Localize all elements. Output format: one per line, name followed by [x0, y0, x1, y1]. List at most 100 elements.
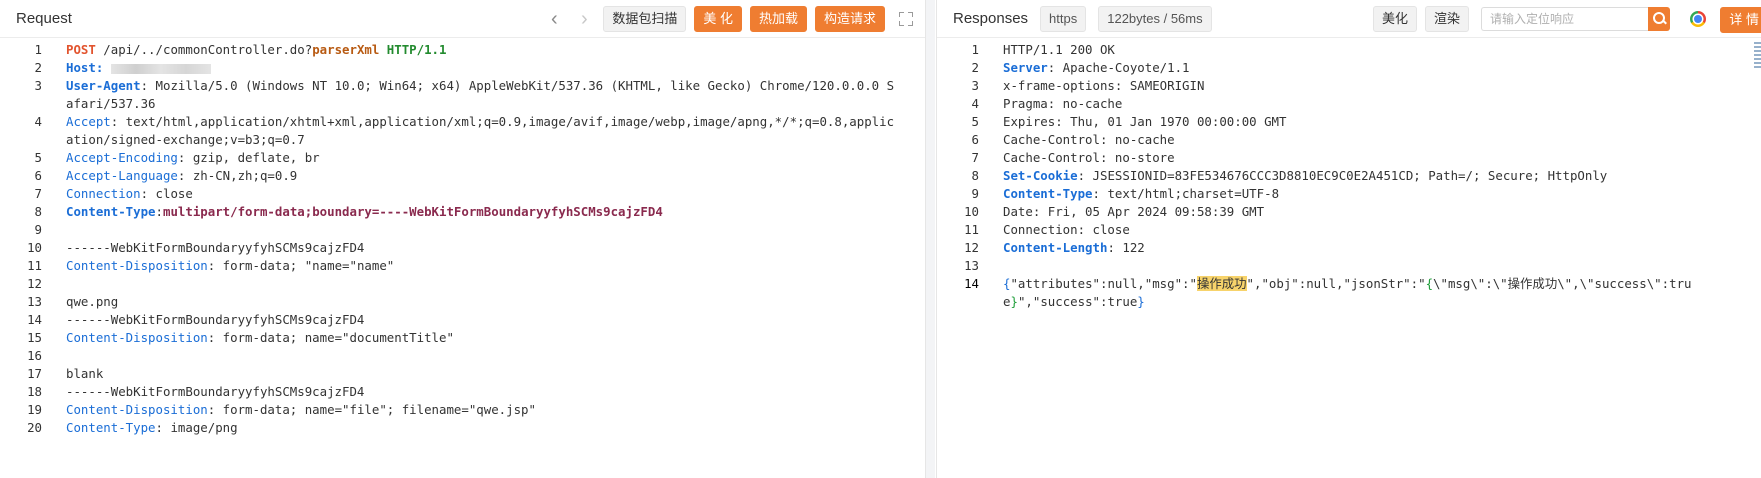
code-line: 13 [937, 257, 1761, 275]
line-number: 8 [34, 204, 42, 219]
line-text: POST /api/../commonController.do?parserX… [42, 41, 896, 59]
line-number: 1 [34, 42, 42, 57]
line-text: Date: Fri, 05 Apr 2024 09:58:39 GMT [979, 203, 1723, 221]
code-token: } [1137, 294, 1145, 309]
line-number: 13 [27, 294, 42, 309]
line-number: 16 [27, 348, 42, 363]
line-text: HTTP/1.1 200 OK [979, 41, 1723, 59]
code-token: 操作成功 [1196, 276, 1247, 291]
line-text: Cache-Control: no-store [979, 149, 1723, 167]
code-token: : 122 [1107, 240, 1145, 255]
response-search [1481, 7, 1670, 31]
code-token [379, 42, 386, 57]
code-token: : close [140, 186, 193, 201]
code-token: /api/../commonController.do? [95, 42, 313, 57]
response-beautify-button[interactable]: 美化 [1372, 6, 1417, 32]
line-number: 5 [971, 114, 979, 129]
code-token: : form-data; "name="name" [207, 258, 395, 273]
response-header: Responses https 122bytes / 56ms 美化 渲染 详 … [937, 0, 1761, 38]
line-text [42, 347, 896, 365]
code-token: multipart/form-data;boundary=----WebKitF… [163, 204, 663, 219]
line-number: 3 [34, 78, 42, 93]
packet-scan-button[interactable]: 数据包扫描 [603, 6, 687, 32]
code-token [103, 60, 110, 75]
line-number: 2 [34, 60, 42, 75]
chrome-browser-icon[interactable] [1690, 11, 1706, 27]
code-token: Accept-Language [66, 168, 178, 183]
request-header: Request ‹ › 数据包扫描 美 化 热加载 构造请求 [0, 0, 925, 38]
construct-request-button[interactable]: 构造请求 [814, 6, 885, 32]
response-search-input[interactable] [1481, 7, 1648, 31]
details-button[interactable]: 详 情 [1720, 7, 1761, 33]
code-token: ------WebKitFormBoundaryyfyhSCMs9cajzFD4 [66, 384, 365, 399]
line-number: 1 [971, 42, 979, 57]
render-button[interactable]: 渲染 [1424, 6, 1469, 32]
line-number: 13 [964, 258, 979, 273]
code-token: ","success":true [1017, 294, 1138, 309]
line-number: 20 [27, 420, 42, 435]
line-text: User-Agent: Mozilla/5.0 (Windows NT 10.0… [42, 77, 896, 113]
line-text: Content-Type: image/png [42, 419, 896, 437]
line-number: 14 [27, 312, 42, 327]
code-token: Cache-Control: no-cache [1003, 132, 1175, 147]
code-token: : Apache-Coyote/1.1 [1047, 60, 1190, 75]
line-text: ------WebKitFormBoundaryyfyhSCMs9cajzFD4 [42, 239, 896, 257]
code-line: 11 Connection: close [937, 221, 1761, 239]
back-arrow-icon[interactable]: ‹ [550, 8, 558, 30]
line-text: Set-Cookie: JSESSIONID=83FE534676CCC3D88… [979, 167, 1723, 185]
forward-arrow-icon[interactable]: › [580, 8, 588, 30]
code-token: "attributes":null,"msg":" [1010, 276, 1197, 291]
code-line: 18 ------WebKitFormBoundaryyfyhSCMs9cajzF… [0, 383, 925, 401]
line-text: Content-Disposition: form-data; "name="n… [42, 257, 896, 275]
code-token: Connection [66, 186, 141, 201]
code-token: } [1010, 294, 1018, 309]
code-token: { [1425, 276, 1434, 291]
line-text: Content-Disposition: form-data; name="fi… [42, 401, 896, 419]
fullscreen-icon[interactable] [899, 12, 913, 26]
code-token: Content-Type [66, 204, 156, 219]
line-number: 9 [34, 222, 42, 237]
line-text: Accept-Language: zh-CN,zh;q=0.9 [42, 167, 896, 185]
line-text: Expires: Thu, 01 Jan 1970 00:00:00 GMT [979, 113, 1723, 131]
line-number: 3 [971, 78, 979, 93]
protocol-badge: https [1040, 5, 1087, 32]
hot-load-button[interactable]: 热加载 [749, 6, 807, 32]
line-number: 18 [27, 384, 42, 399]
code-token: Server [1003, 60, 1048, 75]
code-token: x-frame-options: SAMEORIGIN [1003, 78, 1205, 93]
search-button[interactable] [1648, 7, 1670, 31]
qr-code-thumbnail[interactable] [1754, 40, 1761, 68]
panel-divider[interactable] [926, 0, 935, 478]
code-token: ","obj":null,"jsonStr":" [1246, 276, 1426, 291]
response-title: Responses [953, 10, 1029, 27]
code-token: : text/html;charset=UTF-8 [1092, 186, 1280, 201]
line-number: 4 [971, 96, 979, 111]
line-number: 10 [964, 204, 979, 219]
line-number: 10 [27, 240, 42, 255]
code-line: 10------WebKitFormBoundaryyfyhSCMs9cajzF… [0, 239, 925, 257]
code-token: \"msg\":\"操作成功\",\"success\":true [1003, 276, 1692, 309]
code-line: 14------WebKitFormBoundaryyfyhSCMs9cajzF… [0, 311, 925, 329]
code-token: Connection: close [1003, 222, 1130, 237]
code-token: Accept [66, 114, 111, 129]
code-token: : image/png [155, 420, 238, 435]
line-number: 5 [34, 150, 42, 165]
line-number: 11 [964, 222, 979, 237]
code-token: : [95, 60, 104, 75]
line-text: Content-Disposition: form-data; name="do… [42, 329, 896, 347]
beautify-button[interactable]: 美 化 [694, 6, 742, 32]
